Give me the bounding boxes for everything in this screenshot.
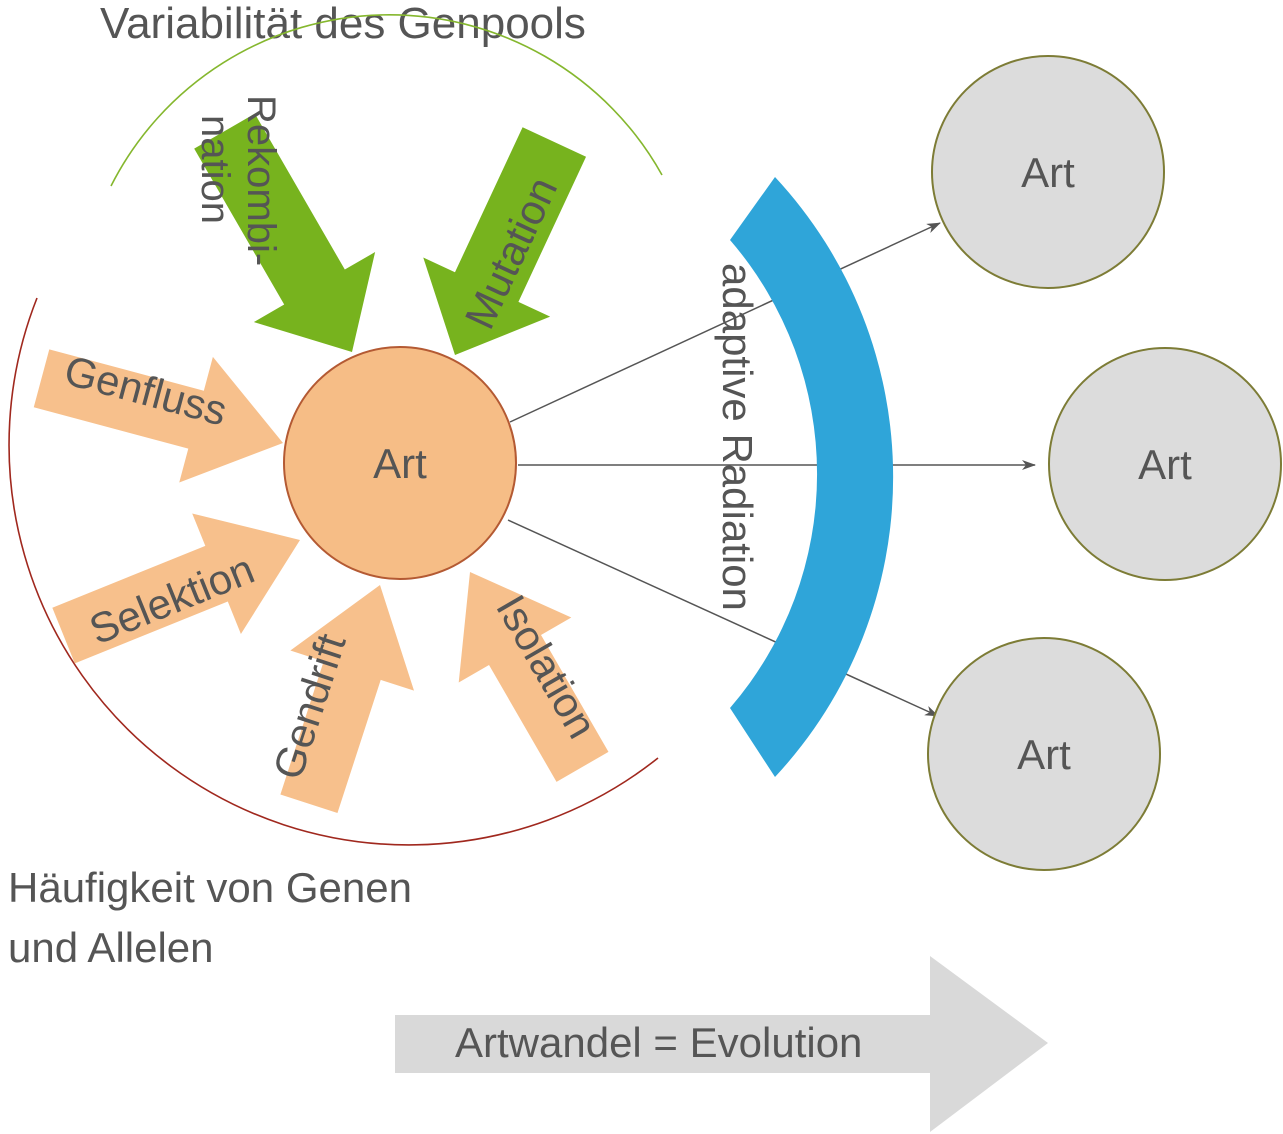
radiation-line-lower — [507, 519, 939, 717]
gene-frequency-heading-line2: und Allelen — [8, 924, 214, 971]
daughter-species-circle-bottom — [927, 637, 1161, 871]
daughter-species-circle-top — [931, 55, 1165, 289]
daughter-species-label-bottom: Art — [1017, 731, 1071, 778]
rekombination-arrow — [194, 113, 376, 352]
evolution-arrow — [395, 956, 1048, 1132]
daughter-species-label-top: Art — [1021, 149, 1075, 196]
adaptive-radiation-band — [730, 177, 894, 777]
gendrift-arrow — [280, 585, 415, 814]
gene-frequency-arc — [8, 297, 659, 846]
mutation-arrow — [423, 127, 587, 355]
radiation-line-upper — [509, 222, 941, 423]
center-species-label: Art — [373, 440, 427, 487]
daughter-species-label-middle: Art — [1138, 441, 1192, 488]
gene-frequency-heading-line1: Häufigkeit von Genen — [8, 864, 412, 911]
selektion-arrow — [52, 513, 300, 664]
genfluss-arrow — [33, 349, 283, 483]
center-species-circle — [283, 346, 517, 580]
genpool-variability-heading: Variabilität des Genpools — [100, 0, 586, 48]
evolution-label: Artwandel = Evolution — [455, 1019, 862, 1066]
rekombination-label-line1: Rekombi- — [239, 95, 283, 266]
rekombination-label-line2: nation — [193, 115, 237, 224]
genpool-variability-arc — [110, 14, 663, 187]
daughter-species-circle-middle — [1048, 347, 1282, 581]
adaptive-radiation-label: adaptive Radiation — [714, 263, 761, 611]
isolation-arrow — [458, 572, 609, 782]
